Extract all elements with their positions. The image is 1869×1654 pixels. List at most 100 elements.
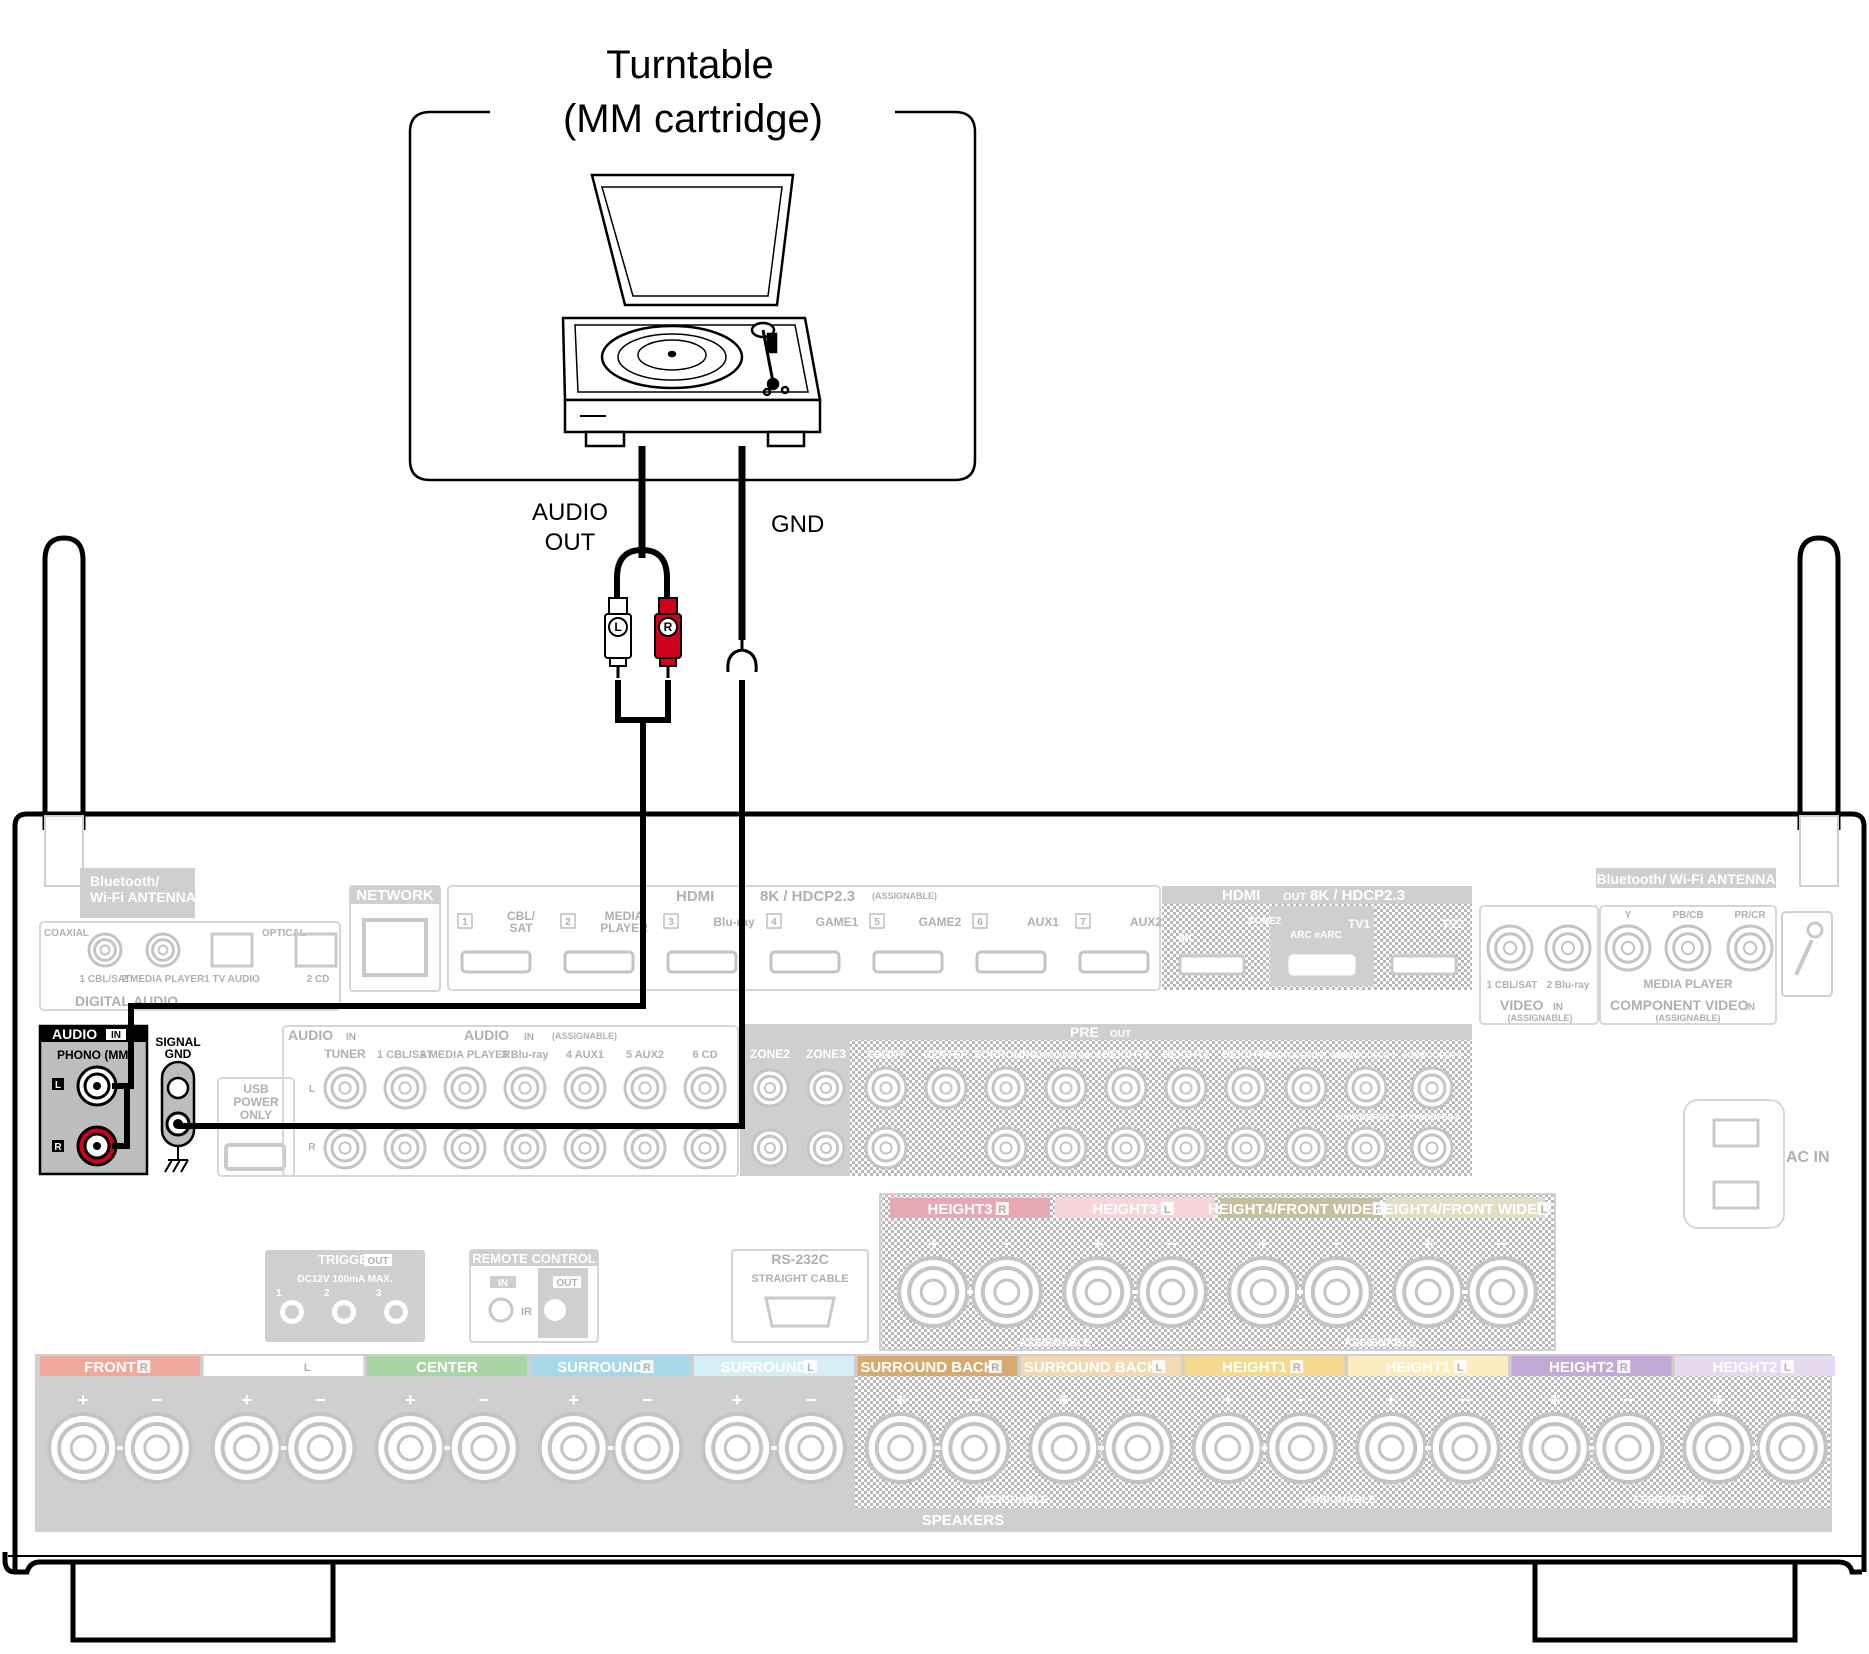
hdmi-input-number: 2 bbox=[565, 917, 571, 928]
svg-text:ARC eARC: ARC eARC bbox=[1290, 930, 1342, 941]
turntable-subtitle: (MM cartridge) bbox=[563, 97, 823, 141]
svg-text:DC12V 100mA MAX.: DC12V 100mA MAX. bbox=[297, 1274, 392, 1285]
svg-text:AUDIO: AUDIO bbox=[52, 1026, 97, 1042]
digital-audio-panel: COAXIAL OPTICAL 1 CBL/SAT 2 MEDIA PLAYER… bbox=[39, 921, 341, 1011]
svg-text:Wi-Fi ANTENNA: Wi-Fi ANTENNA bbox=[90, 889, 196, 905]
speaker-label: SURROUND BACK bbox=[1024, 1359, 1158, 1376]
speaker-side: R bbox=[1375, 1204, 1383, 1216]
cable-labels: AUDIO OUT GND bbox=[532, 499, 824, 556]
bt-antenna-left: Bluetooth/ Wi-Fi ANTENNA bbox=[80, 868, 196, 918]
minus-sign: − bbox=[1332, 1234, 1343, 1254]
assignable-label: ASSIGNABLE bbox=[1019, 1337, 1091, 1349]
speaker-side: R bbox=[991, 1362, 999, 1374]
assignable-label: ASSIGNABLE bbox=[1344, 1337, 1416, 1349]
speaker-side: R bbox=[1620, 1362, 1628, 1374]
speaker-label: FRONT bbox=[84, 1359, 136, 1376]
ac-in: AC IN bbox=[1683, 1099, 1830, 1229]
hdmi-input-name: AUX2 bbox=[1130, 915, 1162, 929]
component-video-panel: Bluetooth/ Wi-Fi ANTENNA Y PB/CB PR/CR M… bbox=[1596, 868, 1777, 1025]
pre-out-jack bbox=[1224, 1066, 1268, 1110]
svg-text:PB/CB: PB/CB bbox=[1672, 910, 1703, 921]
audio-in-jack bbox=[503, 1066, 547, 1110]
pre-out-label: SURROUND BACK bbox=[1030, 1051, 1102, 1060]
svg-text:8K: 8K bbox=[1178, 931, 1194, 945]
svg-text:SPEAKERS: SPEAKERS bbox=[922, 1512, 1005, 1529]
minus-sign: − bbox=[1497, 1234, 1508, 1254]
speaker-side: R bbox=[643, 1362, 651, 1374]
turntable-icon bbox=[561, 173, 822, 448]
svg-text:TV1: TV1 bbox=[1348, 917, 1370, 931]
svg-text:VIDEO: VIDEO bbox=[1500, 997, 1544, 1013]
svg-text:MEDIA PLAYER: MEDIA PLAYER bbox=[1643, 977, 1732, 991]
speaker-label: SURROUND bbox=[721, 1359, 808, 1376]
hdmi-input-number: 7 bbox=[1080, 917, 1086, 928]
hdmi-input-name: SAT bbox=[509, 921, 533, 935]
svg-text:PHONO (MM): PHONO (MM) bbox=[57, 1048, 132, 1062]
svg-text:2 CD: 2 CD bbox=[307, 974, 330, 985]
audio-in-jack bbox=[683, 1126, 727, 1170]
gnd-label: GND bbox=[771, 511, 824, 538]
plus-sign: + bbox=[1386, 1390, 1397, 1410]
audio-out-label: AUDIO bbox=[532, 499, 608, 526]
video-jack bbox=[1486, 924, 1534, 972]
signal-gnd-terminal: SIGNAL GND bbox=[155, 1035, 201, 1173]
svg-text:2 Blu-ray: 2 Blu-ray bbox=[1547, 980, 1590, 991]
hdmi-input-name: MEDIA bbox=[605, 909, 644, 923]
pre-out-jack bbox=[1344, 1066, 1388, 1110]
audio-in-jack bbox=[683, 1066, 727, 1110]
audio-in-jack bbox=[623, 1066, 667, 1110]
pre-out-jack bbox=[984, 1126, 1028, 1170]
svg-text:HDMI: HDMI bbox=[1222, 887, 1260, 904]
side-connector-icon bbox=[1781, 911, 1833, 997]
plus-sign: + bbox=[405, 1390, 416, 1410]
zone-label: ZONE2 bbox=[750, 1047, 790, 1061]
video-in-panel: 1 CBL/SAT 2 Blu-ray VIDEO IN (ASSIGNABLE… bbox=[1479, 905, 1599, 1025]
minus-sign: − bbox=[479, 1390, 490, 1410]
svg-text:IN: IN bbox=[346, 1032, 356, 1043]
svg-text:L: L bbox=[614, 620, 621, 634]
svg-text:HDMI: HDMI bbox=[676, 888, 714, 905]
plus-sign: + bbox=[78, 1390, 89, 1410]
svg-text:IN: IN bbox=[524, 1032, 534, 1043]
svg-text:RS-232C: RS-232C bbox=[771, 1251, 829, 1267]
plus-sign: + bbox=[732, 1390, 743, 1410]
svg-text:OUT: OUT bbox=[1283, 891, 1307, 903]
audio-in-label: 6 CD bbox=[692, 1049, 717, 1061]
svg-text:COAXIAL: COAXIAL bbox=[44, 928, 89, 939]
svg-text:2: 2 bbox=[324, 1288, 330, 1299]
svg-text:IR: IR bbox=[521, 1306, 532, 1318]
svg-text:Bluetooth/ Wi-Fi ANTENNA: Bluetooth/ Wi-Fi ANTENNA bbox=[1597, 871, 1776, 887]
pre-out-jack bbox=[1164, 1066, 1208, 1110]
minus-sign: − bbox=[315, 1390, 326, 1410]
svg-text:1 CBL/SAT: 1 CBL/SAT bbox=[1487, 980, 1538, 991]
audio-in-jack bbox=[383, 1126, 427, 1170]
pre-out-label: HEIGHT3 bbox=[1222, 1049, 1270, 1061]
coaxial-jack bbox=[87, 932, 123, 968]
speaker-label: SURROUND bbox=[557, 1359, 644, 1376]
minus-sign: − bbox=[1623, 1390, 1634, 1410]
network-port: NETWORK bbox=[349, 885, 441, 992]
svg-text:(ASSIGNABLE): (ASSIGNABLE) bbox=[1656, 1013, 1721, 1023]
svg-text:2 MEDIA PLAYER: 2 MEDIA PLAYER bbox=[122, 974, 205, 985]
speaker-side: L bbox=[1457, 1362, 1464, 1374]
usb-port: USB POWER ONLY bbox=[217, 1077, 295, 1177]
speaker-label: HEIGHT2 bbox=[1549, 1359, 1614, 1376]
audio-in-jack bbox=[323, 1066, 367, 1110]
plus-sign: + bbox=[1423, 1234, 1434, 1254]
plus-sign: + bbox=[1059, 1390, 1070, 1410]
trigger-out: TRIGGER OUT DC12V 100mA MAX. 1 2 3 bbox=[265, 1250, 425, 1342]
svg-text:OPTICAL: OPTICAL bbox=[262, 928, 306, 939]
speaker-label: HEIGHT4/FRONT WIDE bbox=[1208, 1201, 1372, 1218]
speaker-side: L bbox=[807, 1362, 814, 1374]
pre-out-jack bbox=[1044, 1066, 1088, 1110]
svg-text:IN: IN bbox=[1745, 1002, 1755, 1013]
